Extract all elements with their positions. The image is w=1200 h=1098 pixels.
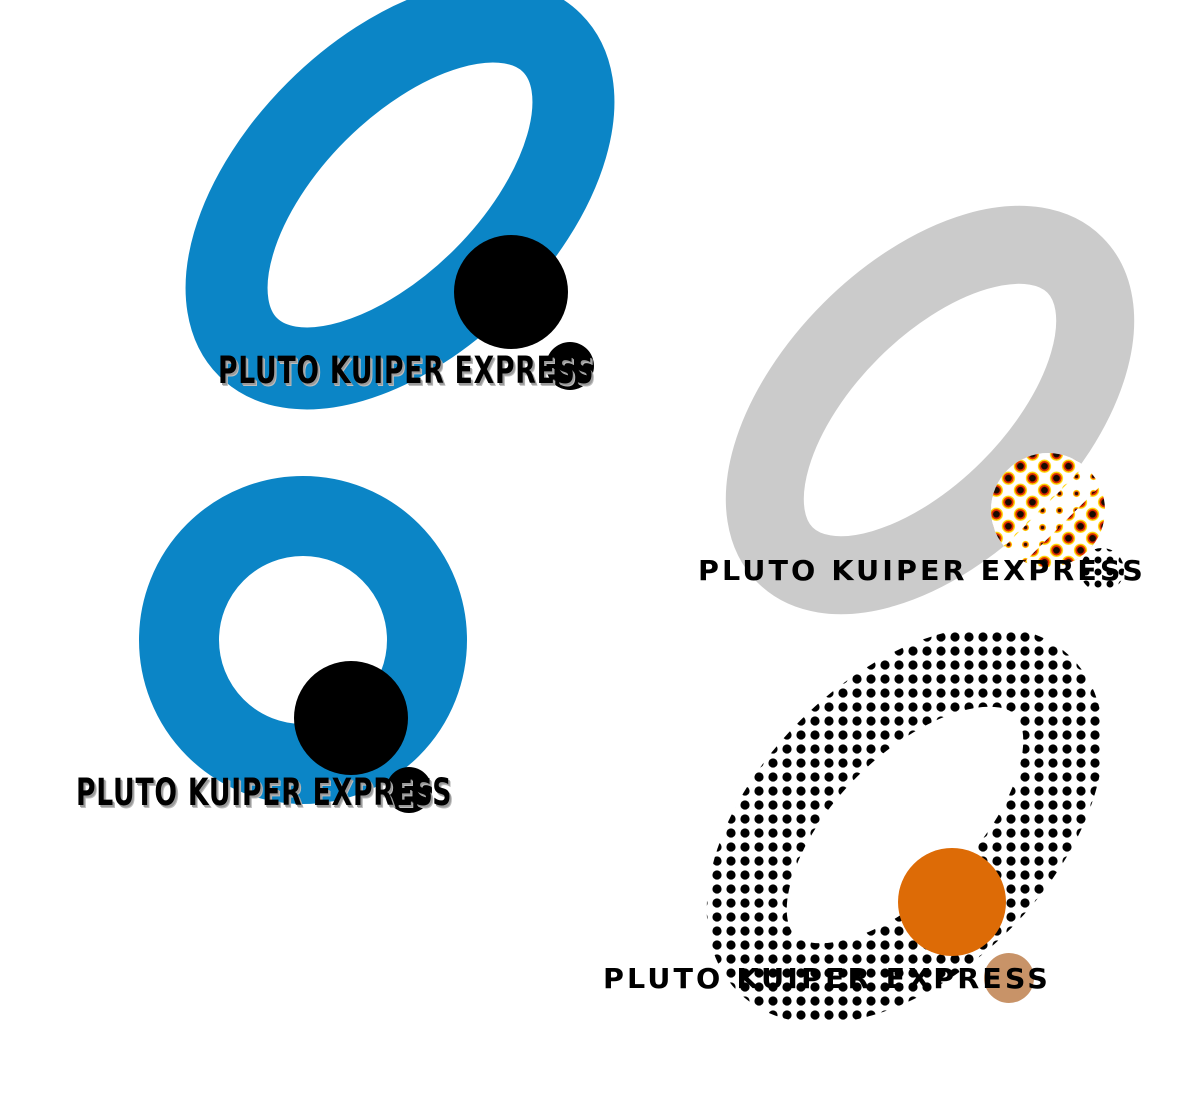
gray-elliptical-ring-graphic <box>725 205 1135 615</box>
ring-halftone-band <box>640 630 1200 1050</box>
planet-disc <box>898 848 1006 956</box>
wordmark-top-right: PLUTO KUIPER EXPRESS <box>698 554 1146 587</box>
halftone-elliptical-ring-graphic <box>640 630 1200 1050</box>
planet-disc <box>294 661 408 775</box>
wordmark-bottom-left: PLUTO KUIPER EXPRESS <box>76 771 453 814</box>
ring-circle <box>139 476 467 804</box>
moon-disc <box>984 953 1034 1003</box>
wordmark-bottom-right: PLUTO KUIPER EXPRESS <box>603 962 1051 995</box>
moon-disc <box>546 342 594 390</box>
wordmark-top-left: PLUTO KUIPER EXPRESS <box>218 349 595 392</box>
planet-halftone-disc <box>991 453 1105 567</box>
moon-halftone-disc <box>1080 548 1124 592</box>
planet-disc <box>454 235 568 349</box>
logo-top-right[interactable]: PLUTO KUIPER EXPRESS <box>660 205 1200 615</box>
logo-top-left[interactable]: PLUTO KUIPER EXPRESS <box>0 0 620 420</box>
blue-circular-ring-graphic <box>139 476 467 813</box>
blue-elliptical-ring-graphic <box>185 0 615 410</box>
moon-disc <box>386 767 432 813</box>
logo-bottom-right[interactable]: PLUTO KUIPER EXPRESS <box>603 630 1200 1050</box>
logo-bottom-left[interactable]: PLUTO KUIPER EXPRESS <box>0 450 520 850</box>
